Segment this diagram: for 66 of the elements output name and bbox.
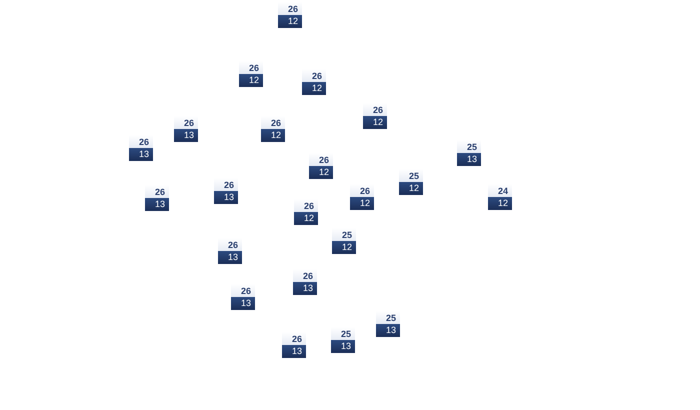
marker-badge (218, 238, 242, 264)
upper-value: 26 (231, 284, 255, 297)
lower-value: 12 (363, 116, 387, 129)
marker-badge (309, 153, 333, 179)
marker-badge (331, 327, 355, 353)
upper-value: 26 (282, 332, 306, 345)
lower-value: 13 (174, 129, 198, 142)
upper-value: 24 (488, 184, 512, 197)
lower-value: 13 (231, 297, 255, 310)
upper-value: 26 (350, 184, 374, 197)
lower-value: 13 (457, 153, 481, 166)
upper-value: 26 (129, 135, 153, 148)
marker-badge (278, 2, 302, 28)
upper-value: 26 (239, 61, 263, 74)
marker-badge (293, 269, 317, 295)
marker-badge (350, 184, 374, 210)
upper-value: 26 (218, 238, 242, 251)
lower-value: 13 (282, 345, 306, 358)
lower-value: 13 (129, 148, 153, 161)
lower-value: 12 (261, 129, 285, 142)
upper-value: 26 (261, 116, 285, 129)
upper-value: 26 (278, 2, 302, 15)
lower-value: 13 (293, 282, 317, 295)
marker-badge (239, 61, 263, 87)
marker-badge (457, 140, 481, 166)
upper-value: 26 (363, 103, 387, 116)
lower-value: 13 (331, 340, 355, 353)
marker-badge (488, 184, 512, 210)
lower-value: 12 (309, 166, 333, 179)
marker-badge (174, 116, 198, 142)
lower-value: 12 (302, 82, 326, 95)
upper-value: 25 (376, 311, 400, 324)
upper-value: 25 (331, 327, 355, 340)
marker-badge (399, 169, 423, 195)
upper-value: 26 (214, 178, 238, 191)
upper-value: 25 (457, 140, 481, 153)
marker-badge (261, 116, 285, 142)
marker-badge (145, 185, 169, 211)
lower-value: 12 (488, 197, 512, 210)
lower-value: 12 (350, 197, 374, 210)
upper-value: 25 (332, 228, 356, 241)
marker-badge (294, 199, 318, 225)
upper-value: 26 (294, 199, 318, 212)
lower-value: 13 (214, 191, 238, 204)
lower-value: 12 (294, 212, 318, 225)
lower-value: 12 (399, 182, 423, 195)
marker-badge (376, 311, 400, 337)
marker-badge (363, 103, 387, 129)
upper-value: 26 (293, 269, 317, 282)
upper-value: 26 (309, 153, 333, 166)
upper-value: 26 (174, 116, 198, 129)
marker-badge (332, 228, 356, 254)
marker-badge (129, 135, 153, 161)
upper-value: 25 (399, 169, 423, 182)
lower-value: 13 (218, 251, 242, 264)
marker-badge (282, 332, 306, 358)
marker-badge (214, 178, 238, 204)
marker-badge (302, 69, 326, 95)
lower-value: 13 (376, 324, 400, 337)
marker-badge (231, 284, 255, 310)
lower-value: 12 (278, 15, 302, 28)
lower-value: 12 (239, 74, 263, 87)
upper-value: 26 (145, 185, 169, 198)
lower-value: 12 (332, 241, 356, 254)
upper-value: 26 (302, 69, 326, 82)
lower-value: 13 (145, 198, 169, 211)
